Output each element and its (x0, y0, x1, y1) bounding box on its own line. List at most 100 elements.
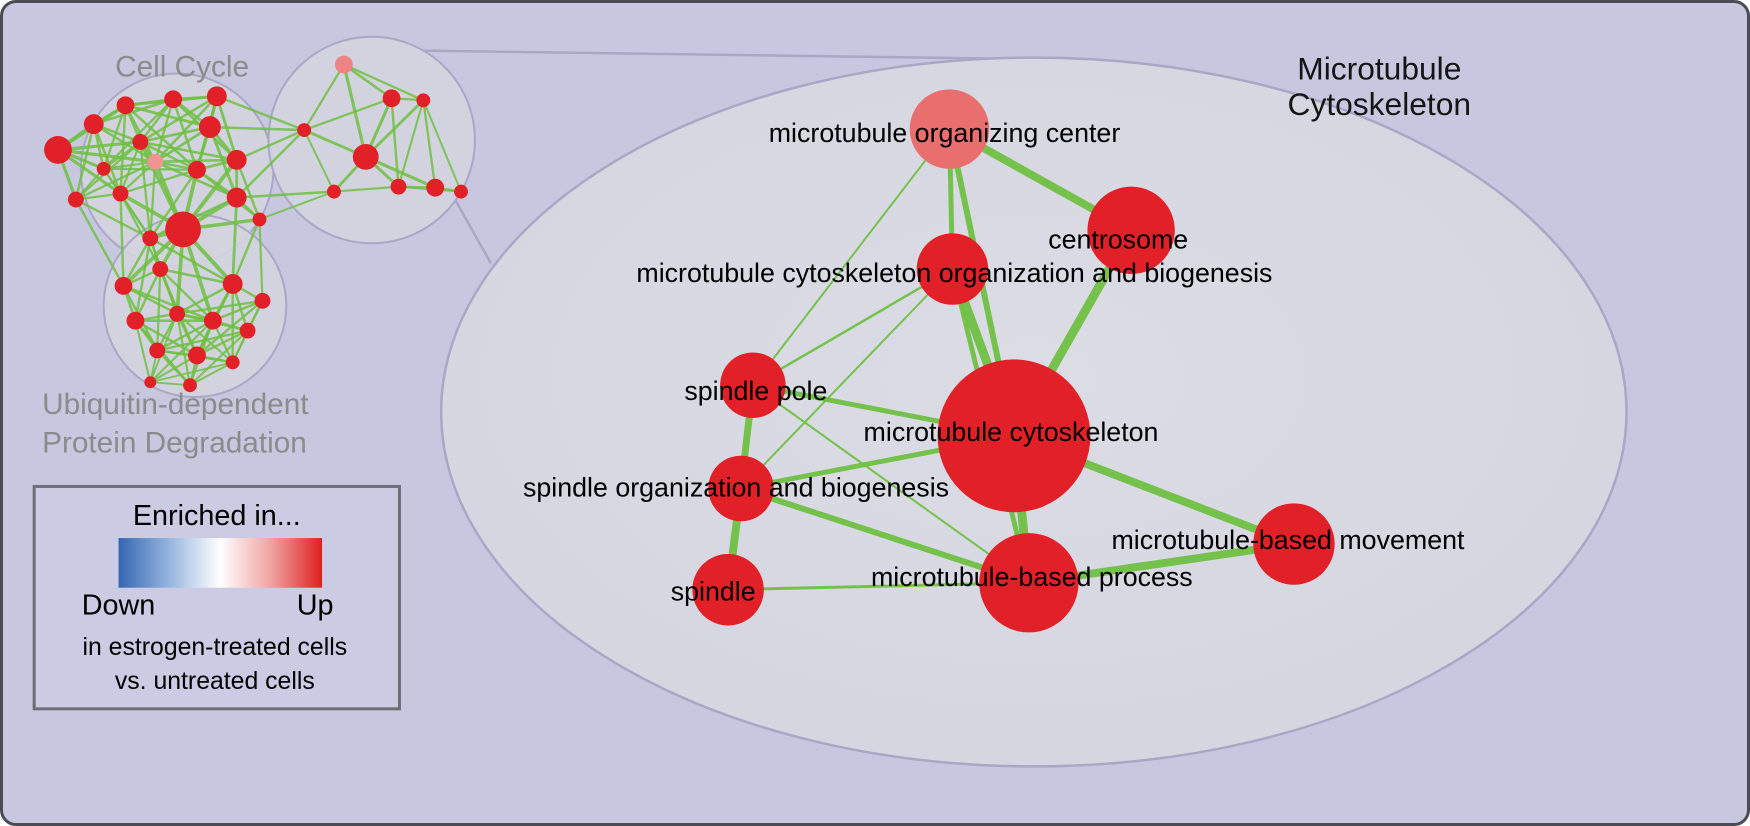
overview-node-15 (142, 230, 159, 247)
zoom-node-label-mbp: microtubule-based process (871, 562, 1193, 592)
overview-edge (150, 361, 233, 384)
zoom-node-label-mc: microtubule cytoskeleton (864, 417, 1159, 447)
legend-caption-line2: vs. untreated cells (115, 668, 315, 695)
zoom-node-mc (937, 359, 1091, 513)
overview-edge (364, 99, 425, 158)
zoom-node-label-moc: microtubule organizing center (769, 118, 1121, 148)
overview-edge (176, 299, 263, 315)
zoom-edge-spindle-pole--mbp (752, 384, 1030, 584)
overview-node-11 (112, 185, 129, 202)
overview-node-32 (169, 305, 186, 322)
overview-edge (123, 284, 214, 322)
overview-node-2 (83, 114, 104, 135)
overview-node-30 (254, 292, 271, 309)
overview-edge (149, 319, 214, 383)
zoom-labels: microtubule organizing center centrosome m… (523, 118, 1465, 607)
overview-edge (155, 158, 237, 164)
overview-node-27 (114, 276, 133, 295)
overview-node-35 (149, 342, 166, 359)
zoom-node-sob (708, 455, 774, 522)
overview-edge (103, 167, 197, 171)
overview-edge (149, 169, 198, 239)
overview-node-38 (144, 376, 157, 389)
overview-edge (303, 129, 335, 193)
overview-node-29 (222, 274, 243, 294)
overview-edge (189, 329, 249, 386)
overview-edge (422, 99, 462, 192)
overview-node-1 (44, 136, 72, 164)
overview-edge (103, 160, 156, 170)
overview-node-39 (183, 378, 197, 393)
overview-edge (74, 198, 125, 287)
overview-node-13 (226, 187, 247, 208)
overview-node-6 (132, 134, 149, 150)
legend-title: Enriched in... (133, 500, 301, 532)
zoom-edge-mcob--sob (740, 268, 954, 490)
zoom-node-label-spindle: spindle (671, 577, 756, 607)
overview-node-5 (206, 86, 227, 107)
overview-edge (134, 320, 152, 383)
overview-node-20 (416, 93, 431, 108)
overview-node-7 (198, 116, 221, 139)
overview-edge (149, 354, 198, 384)
overview-edge (159, 267, 233, 286)
overview-node-21 (297, 123, 312, 138)
overview-node-18 (334, 55, 353, 74)
overview-edge (119, 141, 142, 195)
overview-node-37 (225, 355, 240, 370)
overview-edge (154, 95, 218, 163)
overview-node-12 (67, 191, 84, 208)
overview-node-24 (390, 178, 407, 195)
legend-down-label: Down (82, 590, 156, 622)
overview-edge (139, 95, 218, 144)
overview-node-25 (426, 178, 445, 197)
zoom-node-label-mcob: microtubule cytoskeleton organization an… (636, 258, 1272, 288)
overview-edge (75, 198, 151, 240)
overview-edge (209, 125, 305, 132)
zoom-connector-line-2 (453, 198, 492, 264)
overview-node-33 (203, 311, 222, 330)
overview-node-34 (239, 322, 256, 339)
overview-edge (303, 97, 392, 132)
legend-gradient-bar (118, 538, 323, 588)
overview-edge (156, 269, 162, 351)
zoom-title-line1: Microtubule (1297, 50, 1461, 86)
overview-edge (235, 129, 306, 199)
overview-edge (196, 299, 264, 357)
diagram-canvas: Cell Cycle Ubiquitin-dependent Protein D… (32, 35, 1628, 768)
overview-edge (156, 319, 214, 352)
zoom-connector-line-1 (423, 49, 1000, 60)
zoom-node-moc (909, 89, 990, 169)
overview-edge (159, 268, 214, 322)
zoom-node-mbp (979, 533, 1079, 633)
zoom-node-centrosome (1087, 186, 1175, 275)
overview-node-3 (116, 96, 135, 115)
overview-edge (134, 268, 162, 322)
overview-edge (231, 197, 239, 285)
overview-edge (189, 361, 234, 387)
legend-box (32, 484, 401, 711)
cluster-label-ubiquitin-line2: Protein Degradation (42, 427, 307, 460)
overview-edge (102, 98, 174, 170)
overview-edge (134, 319, 198, 357)
zoom-node-spindle (692, 553, 764, 626)
overview-edge (157, 329, 248, 352)
zoom-node-label-centrosome: centrosome (1048, 224, 1188, 254)
overview-edge (303, 63, 345, 131)
overview-edge (259, 190, 335, 221)
zoom-node-label-mbm: microtubule-based movement (1111, 525, 1465, 555)
overview-node-22 (352, 143, 379, 170)
overview-edge (422, 100, 437, 188)
zoom-connectors (423, 49, 1000, 264)
overview-node-26 (454, 184, 468, 199)
zoom-edge-moc--spindle-pole (752, 128, 951, 386)
overview-node-4 (164, 90, 183, 109)
zoom-node-mcob (916, 233, 989, 305)
cluster-label-ubiquitin-line1: Ubiquitin-dependent (42, 388, 309, 421)
zoom-node-mbm (1253, 503, 1335, 585)
zoom-edge-sob--mbp (740, 485, 1030, 586)
overview-edge (171, 98, 199, 171)
overview-edge (102, 104, 127, 170)
zoom-edge-mcob--spindle-pole (752, 267, 954, 387)
overview-edge (231, 218, 261, 285)
